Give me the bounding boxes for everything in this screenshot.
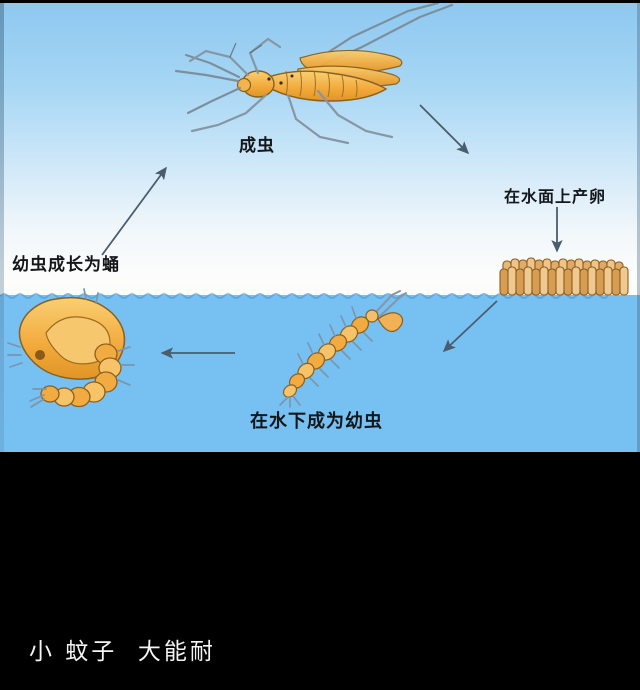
arrow-adult-to-eggs — [419, 104, 470, 155]
label-lay-eggs-on-water-surface: 在水面上产卵 — [504, 187, 607, 206]
caption-text: 小 蚊子 大能耐 — [29, 639, 216, 665]
diagram-artwork — [7, 3, 629, 408]
label-becomes-larva-underwater: 在水下成为幼虫 — [250, 411, 383, 432]
egg-raft-illustration — [499, 257, 629, 296]
image-right-edge — [637, 3, 640, 452]
mosquito-larva-illustration — [279, 290, 407, 408]
mosquito-adult-illustration — [174, 3, 454, 145]
flow-arrows — [101, 104, 563, 359]
mosquito-pupa-illustration — [7, 288, 135, 408]
arrow-eggs-to-larva — [442, 300, 498, 353]
arrow-pupa-to-adult — [101, 166, 167, 256]
water-surface-line — [0, 293, 609, 299]
image-left-edge — [0, 3, 4, 452]
label-adult: 成虫 — [239, 136, 275, 156]
mosquito-life-cycle-diagram: 成虫 在水面上产卵 幼虫成长为蛹 在水下成为幼虫 — [0, 3, 640, 452]
label-larva-grows-into-pupa: 幼虫成长为蛹 — [12, 255, 120, 275]
